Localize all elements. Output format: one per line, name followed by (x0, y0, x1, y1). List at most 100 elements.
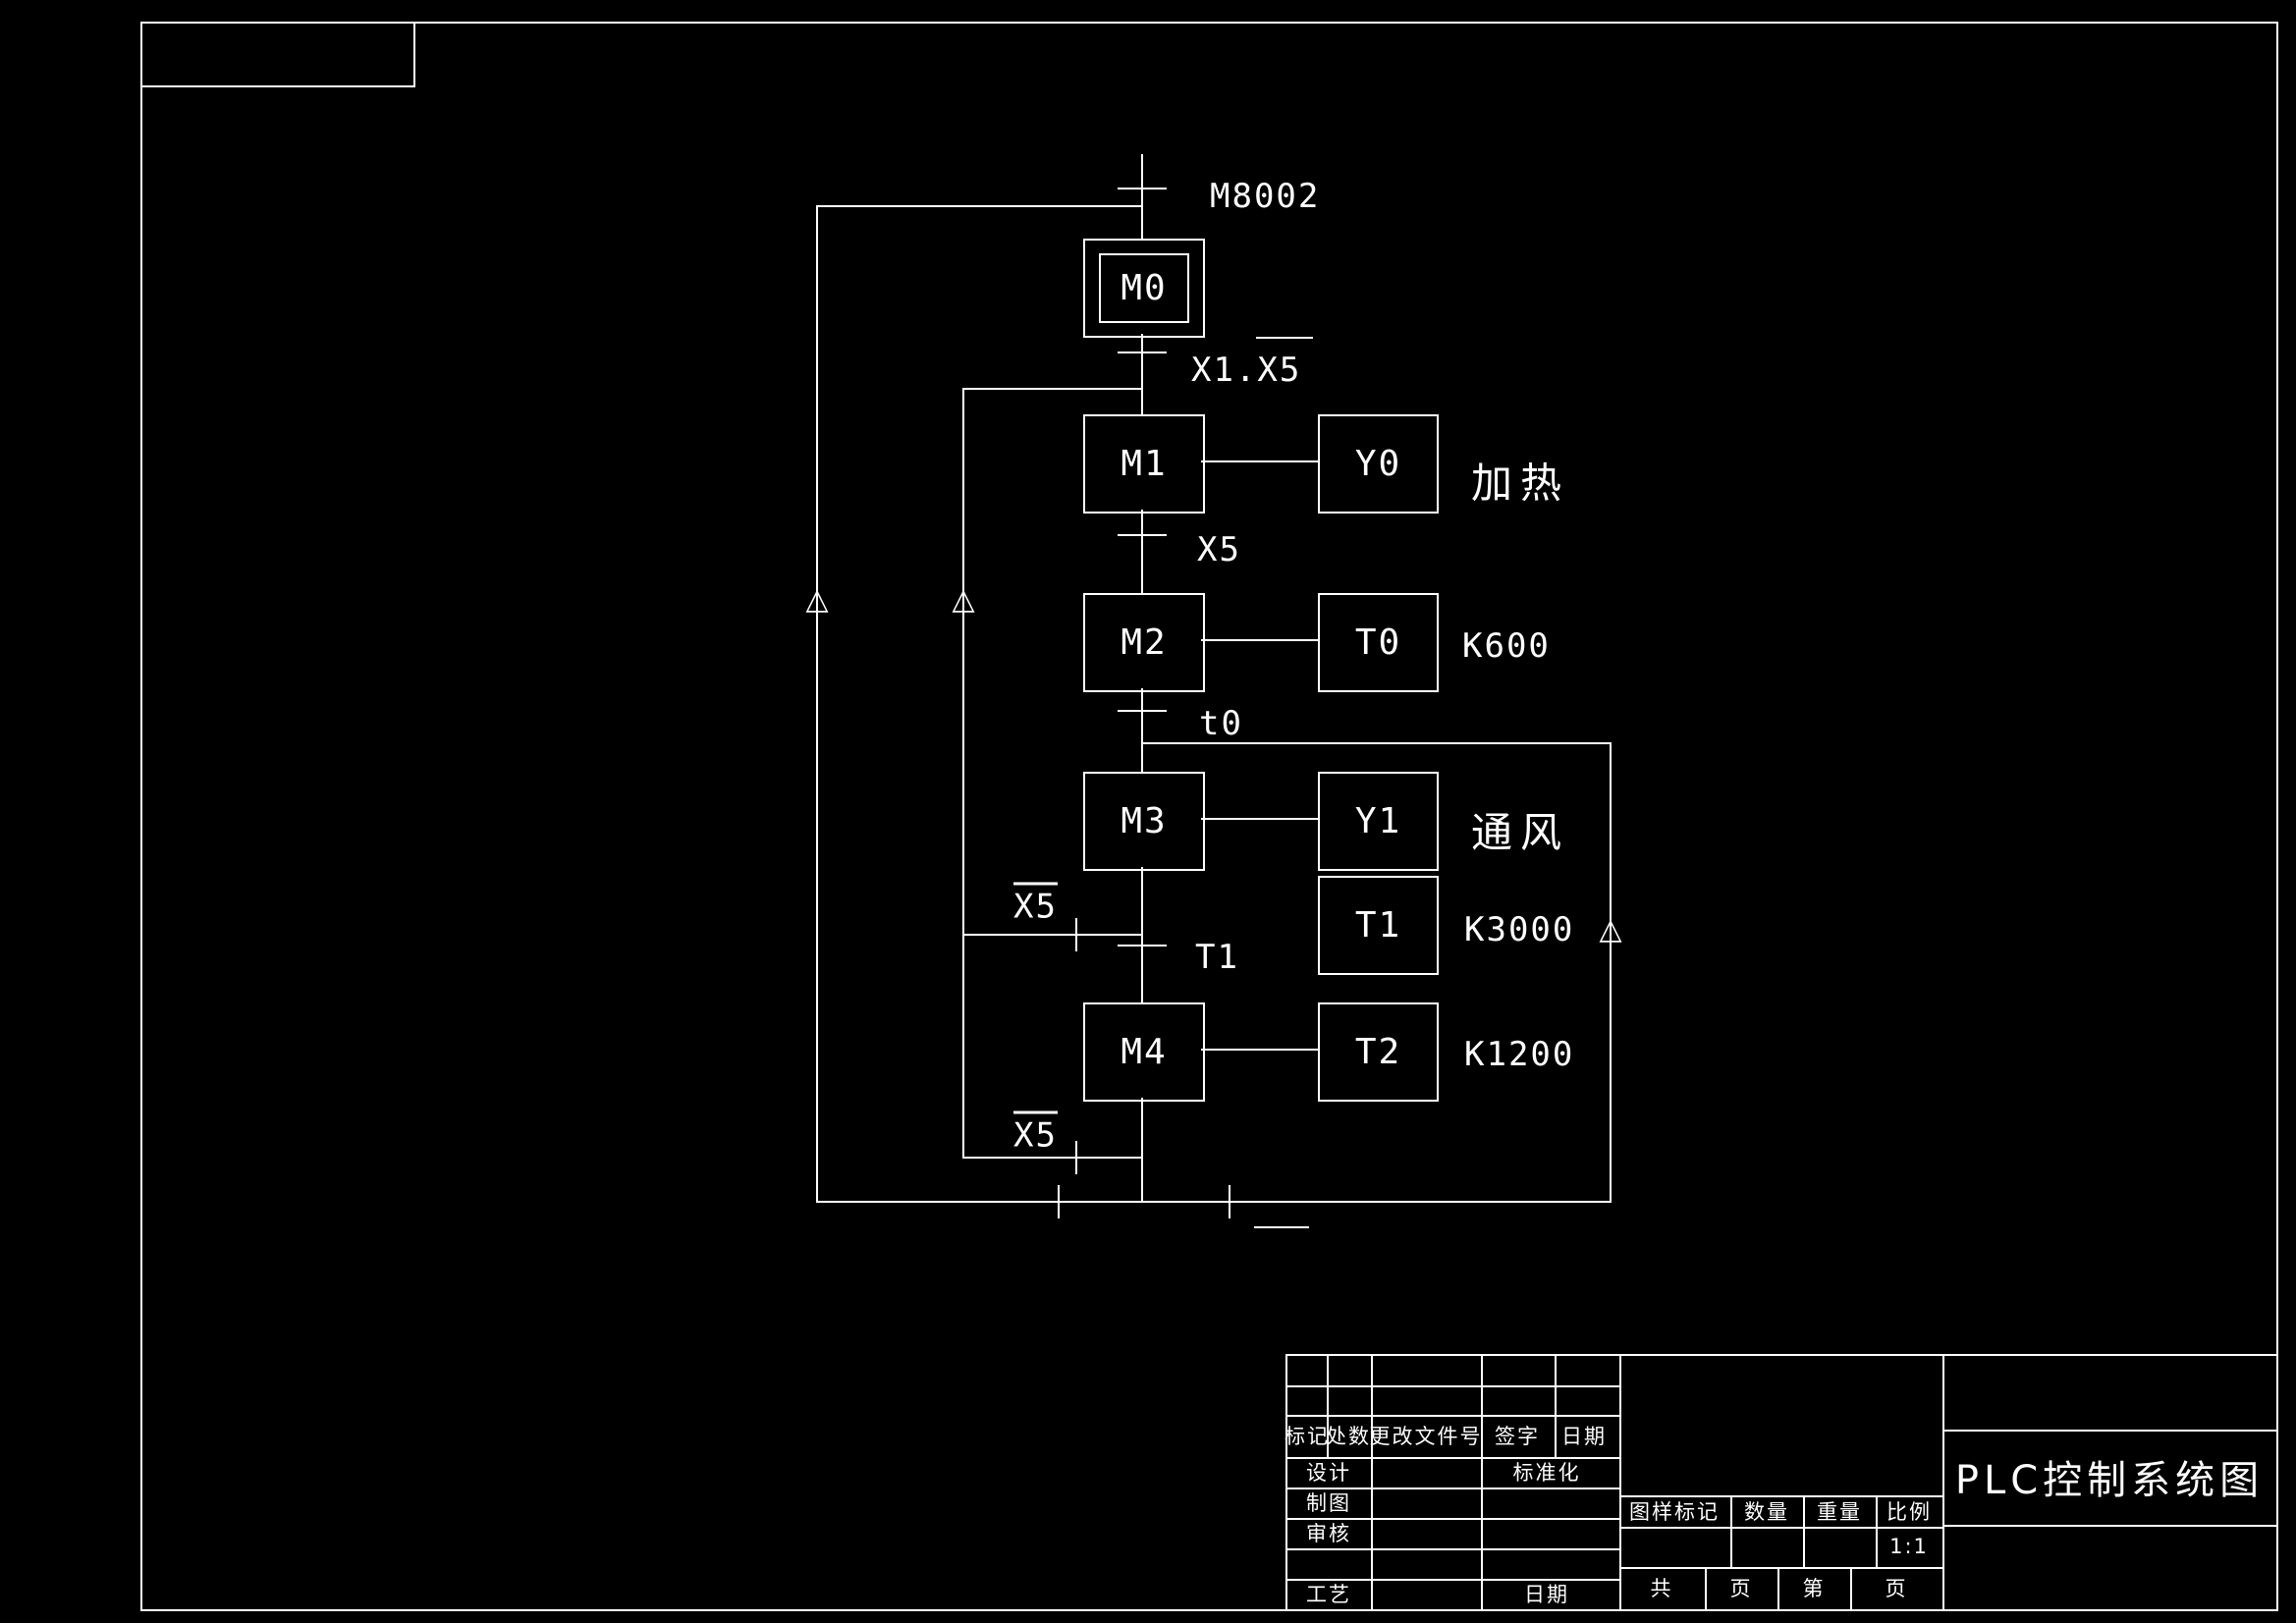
connector-m2-t0 (1201, 639, 1318, 641)
flow-line-main-1 (1141, 154, 1143, 239)
arrow-up-icon: △ (952, 582, 975, 617)
action-note-k600: K600 (1462, 626, 1551, 666)
step-label-m4: M4 (1121, 1032, 1168, 1072)
step-box-m2: M2 (1083, 593, 1205, 692)
tb-count-label: 处数 (1326, 1425, 1371, 1448)
flow-line-main-6 (1141, 1098, 1143, 1203)
action-note-heating: 加热 (1471, 459, 1570, 508)
transition-placeholder-line-bottom (1254, 1226, 1309, 1228)
tb-index-unit: 页 (1885, 1577, 1908, 1600)
flow-line-main-2 (1141, 334, 1143, 414)
tb-mark-label: 标记 (1285, 1425, 1330, 1448)
transition-label-t0: t0 (1199, 704, 1243, 743)
action-box-t1: T1 (1318, 876, 1439, 975)
arrow-up-icon: △ (1599, 912, 1622, 947)
tb-total-label: 共 (1650, 1577, 1673, 1600)
step-label-m1: M1 (1121, 444, 1168, 484)
grid-line (1777, 1567, 1779, 1609)
action-note-ventilation: 通风 (1471, 808, 1570, 857)
step-box-m1: M1 (1083, 414, 1205, 514)
loop-line-right-top (1143, 742, 1612, 744)
grid-line (1619, 1356, 1621, 1609)
grid-line (1287, 1415, 1619, 1417)
grid-line (1481, 1356, 1483, 1609)
step-box-m0-inner: M0 (1099, 253, 1189, 323)
grid-line (1287, 1579, 1619, 1581)
action-box-y1: Y1 (1318, 772, 1439, 871)
tb-quantity-label: 数量 (1744, 1500, 1789, 1524)
bottom-line-tick-2 (1229, 1185, 1230, 1218)
grid-line (1942, 1525, 2276, 1527)
grid-line (1619, 1527, 1942, 1529)
connector-m1-y0 (1201, 460, 1318, 462)
tb-scale-label: 比例 (1886, 1500, 1932, 1524)
action-label-t2: T2 (1354, 1032, 1402, 1072)
step-label-m2: M2 (1121, 622, 1168, 663)
tb-index-label: 第 (1802, 1577, 1826, 1600)
action-note-k3000: K3000 (1464, 910, 1575, 949)
tb-weight-label: 重量 (1817, 1500, 1862, 1524)
tb-standard-label: 标准化 (1512, 1461, 1581, 1485)
tb-change-doc-label: 更改文件号 (1369, 1425, 1483, 1448)
step-box-m4: M4 (1083, 1002, 1205, 1102)
tb-sign-label: 签字 (1495, 1425, 1540, 1448)
grid-line (1287, 1457, 1619, 1459)
grid-line (1942, 1430, 2276, 1432)
tb-check-label: 审核 (1306, 1522, 1351, 1545)
action-label-t1: T1 (1354, 905, 1402, 946)
action-box-t2: T2 (1318, 1002, 1439, 1102)
branch-tick-mid (1075, 918, 1077, 951)
action-box-t0: T0 (1318, 593, 1439, 692)
transition-placeholder-line-top (1256, 337, 1313, 339)
branch-line-bottom (962, 1157, 1143, 1159)
grid-line (1287, 1518, 1619, 1520)
grid-line (1876, 1495, 1878, 1567)
step-box-m3: M3 (1083, 772, 1205, 871)
transition-tick-t1 (1118, 945, 1167, 947)
grid-line (1619, 1495, 1942, 1497)
action-box-y0: Y0 (1318, 414, 1439, 514)
drawing-title: PLC控制系统图 (1954, 1458, 2265, 1503)
action-note-k1200: K1200 (1464, 1035, 1575, 1074)
tb-date-label: 日期 (1561, 1425, 1607, 1448)
bottom-line-tick-1 (1058, 1185, 1060, 1218)
grid-line (1730, 1495, 1732, 1567)
title-block: 标记 处数 更改文件号 签字 日期 设计 标准化 制图 审核 工艺 日期 图样标… (1285, 1354, 2278, 1611)
transition-tick-t0 (1118, 710, 1167, 712)
grid-line (1803, 1495, 1805, 1567)
transition-label-x1x5: X1.X5 (1191, 351, 1302, 390)
action-label-y0: Y0 (1354, 444, 1402, 484)
transition-tick-m8002 (1118, 188, 1167, 189)
transition-label-not-x5-bottom: X5 (1013, 1110, 1058, 1156)
connector-m3-y1 (1201, 818, 1318, 820)
loop-line-left-outer-top (816, 205, 1143, 207)
action-label-t0: T0 (1354, 622, 1402, 663)
loop-line-left-inner (962, 388, 964, 1159)
step-box-m0: M0 (1083, 239, 1205, 338)
branch-tick-bottom (1075, 1141, 1077, 1174)
border-stamp-box (140, 22, 415, 87)
loop-line-left-inner-top (962, 388, 1143, 390)
tb-date2-label: 日期 (1524, 1583, 1569, 1606)
drawing-border (140, 22, 2278, 1611)
grid-line (1942, 1356, 1944, 1609)
connector-m4-t2 (1201, 1049, 1318, 1051)
tb-total-unit: 页 (1729, 1577, 1753, 1600)
grid-line (1287, 1488, 1619, 1489)
arrow-up-icon: △ (805, 582, 829, 617)
transition-label-t1: T1 (1195, 938, 1239, 977)
grid-line (1555, 1356, 1557, 1457)
tb-design-label: 设计 (1306, 1461, 1351, 1485)
transition-label-x5: X5 (1197, 530, 1241, 569)
overlined-condition: X5 (1013, 1110, 1058, 1156)
action-label-y1: Y1 (1354, 801, 1402, 841)
grid-line (1705, 1567, 1707, 1609)
tb-drawing-mark-label: 图样标记 (1629, 1500, 1720, 1524)
step-label-m0: M0 (1121, 268, 1168, 308)
grid-line (1327, 1356, 1329, 1457)
grid-line (1287, 1548, 1619, 1550)
tb-process-label: 工艺 (1306, 1583, 1351, 1606)
loop-line-right (1610, 742, 1612, 1203)
overlined-condition: X5 (1013, 882, 1058, 927)
